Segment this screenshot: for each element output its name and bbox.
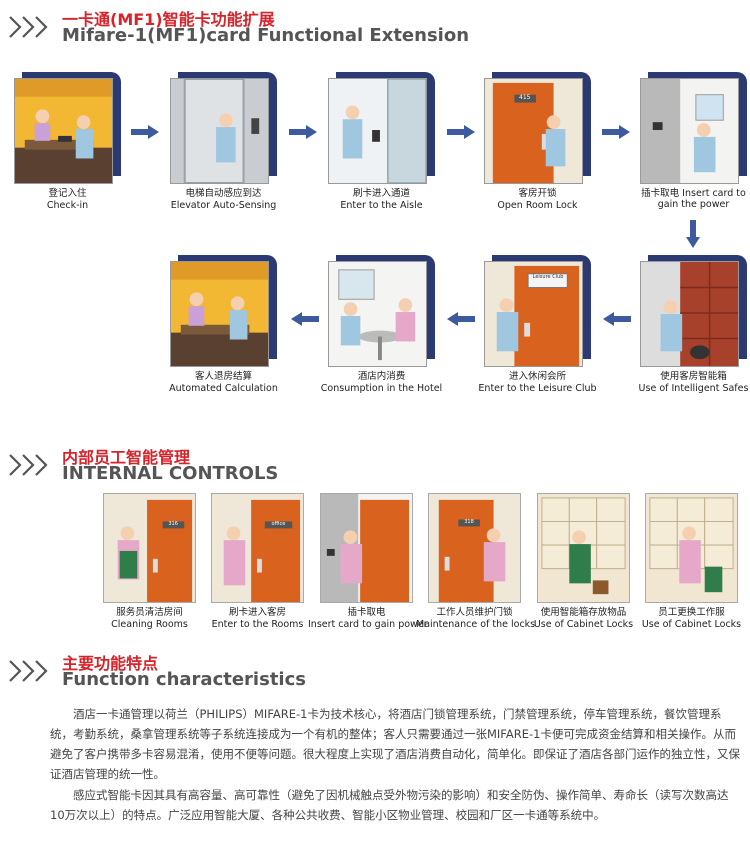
staff-label-cn: 使用智能箱存放物品 xyxy=(540,607,627,618)
staff-label-cn: 插卡取电 xyxy=(347,607,386,618)
leisure-sign: Leisure Club xyxy=(532,274,564,281)
flow-label-en: Enter to the Aisle xyxy=(340,200,423,211)
section-title-en: Function characteristics xyxy=(62,669,306,690)
cabinet-store-illustration xyxy=(537,493,630,603)
staff-label-en: Cleaning Rooms xyxy=(111,619,188,630)
section-title-en: Mifare-1(MF1)card Functional Extension xyxy=(62,25,470,46)
checkout-illustration xyxy=(170,261,269,367)
arrow-right-icon xyxy=(289,125,317,139)
safes-illustration xyxy=(640,261,739,367)
flow-label-en: Check-in xyxy=(46,200,89,211)
section-header-internal-controls: 内部员工智能管理 INTERNAL CONTROLS xyxy=(8,444,328,484)
flow-label-en: gain the power xyxy=(657,199,730,210)
room-lock-illustration: 415 xyxy=(484,78,583,184)
flow-label-en: Open Room Lock xyxy=(497,200,578,211)
section-header-extension: 一卡通(MF1)智能卡功能扩展 Mifare-1(MF1)card Functi… xyxy=(8,6,469,46)
function-paragraph-2: 感应式智能卡因其具有高容量、高可靠性（避免了因机械触点受外物污染的影响）和安全防… xyxy=(50,788,729,822)
staff-label-en: Enter to the Rooms xyxy=(211,619,304,630)
staff-label-cn: 服务员清洁房间 xyxy=(116,607,183,618)
checkin-illustration xyxy=(14,78,113,184)
flow-label-cn: 电梯自动感应到达 xyxy=(185,188,262,199)
section-title-cn: 内部员工智能管理 xyxy=(62,448,191,467)
arrow-right-icon xyxy=(131,125,159,139)
enter-rooms-illustration: office xyxy=(211,493,304,603)
flow-label-en: Automated Calculation xyxy=(169,383,278,394)
staff-label-en: Use of Cabinet Locks xyxy=(641,619,742,630)
office-sign: office xyxy=(271,521,286,527)
section-title-cn: 主要功能特点 xyxy=(62,654,159,673)
flow-label-en: Consumption in the Hotel xyxy=(320,383,443,394)
triple-chevron-icon xyxy=(9,454,48,476)
staff-label-cn: 员工更换工作服 xyxy=(658,607,725,618)
flow-label-en: Enter to the Leisure Club xyxy=(478,383,597,394)
staff-insert-card-illustration xyxy=(320,493,413,603)
room-number: 318 xyxy=(464,518,474,525)
arrow-left-icon xyxy=(603,312,631,326)
flow-label-cn: 客人退房结算 xyxy=(194,371,252,382)
arrow-left-icon xyxy=(447,312,475,326)
staff-label-en: Insert card to gain power xyxy=(308,619,428,630)
staff-label-cn: 刷卡进入客房 xyxy=(228,607,286,618)
arrow-left-icon xyxy=(291,312,319,326)
flow-label-cn: 酒店内消费 xyxy=(357,371,406,382)
triple-chevron-icon xyxy=(9,16,48,38)
flow-label-en: Use of Intelligent Safes xyxy=(638,383,749,394)
arrow-right-icon xyxy=(602,125,630,139)
cleaning-illustration: 316 xyxy=(103,493,196,603)
flow-label-cn: 登记入住 xyxy=(48,188,87,199)
aisle-illustration xyxy=(328,78,427,184)
section-title-cn: 一卡通(MF1)智能卡功能扩展 xyxy=(62,10,275,29)
room-number: 316 xyxy=(168,521,178,527)
arrow-down-icon xyxy=(686,220,700,248)
arrow-right-icon xyxy=(447,125,475,139)
staff-label-en: Use of Cabinet Locks xyxy=(533,619,634,630)
section-title-en: INTERNAL CONTROLS xyxy=(62,463,279,484)
consumption-illustration xyxy=(328,261,427,367)
staff-label-cn: 工作人员维护门锁 xyxy=(436,607,513,618)
function-paragraph-1: 酒店一卡通管理以荷兰（PHILIPS）MIFARE-1卡为技术核心，将酒店门锁管… xyxy=(50,707,740,781)
insert-card-illustration xyxy=(640,78,739,184)
flow-label-en: Elevator Auto-Sensing xyxy=(170,200,277,211)
section-header-function: 主要功能特点 Function characteristics xyxy=(8,650,328,690)
triple-chevron-icon xyxy=(9,660,48,682)
uniform-illustration xyxy=(645,493,738,603)
staff-label-en: Maintenance of the locks xyxy=(416,619,536,630)
flow-label-cn: 使用客房智能箱 xyxy=(660,371,727,382)
leisure-club-illustration: Leisure Club xyxy=(484,261,583,367)
flow-label-cn: 客房开锁 xyxy=(518,188,557,199)
maintenance-illustration: 318 xyxy=(428,493,521,603)
elevator-illustration xyxy=(170,78,269,184)
flow-label-cn: 进入休闲会所 xyxy=(508,371,566,382)
flow-label-cn: 刷卡进入通道 xyxy=(352,188,410,199)
room-number: 415 xyxy=(519,93,531,101)
flow-label-cn: 插卡取电 Insert card to xyxy=(641,188,746,199)
